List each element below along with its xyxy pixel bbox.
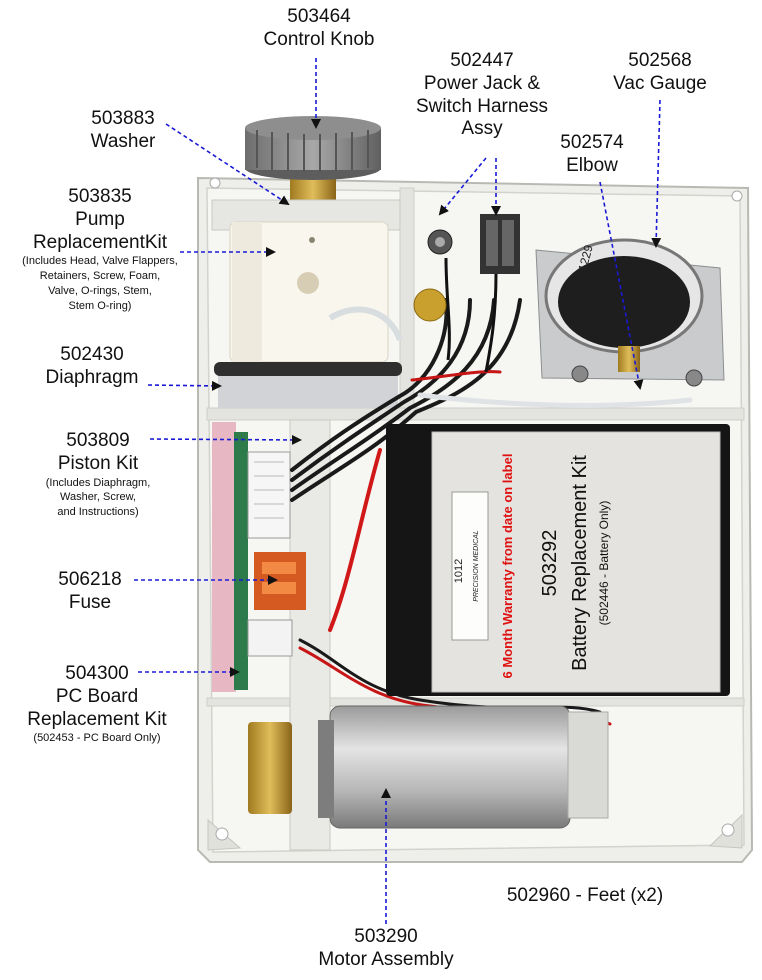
pump-name-2: ReplacementKit bbox=[32, 231, 168, 253]
pc-board-name-2: Replacement Kit bbox=[27, 708, 167, 730]
power-jack-name-3: Assy bbox=[461, 118, 503, 140]
fuse-name: Fuse bbox=[68, 591, 112, 613]
piston-note-2: Washer, Screw, bbox=[59, 491, 136, 504]
pc-board bbox=[212, 422, 306, 692]
label-vac-gauge: 502568 Vac Gauge bbox=[598, 50, 722, 96]
power-jack-name-1: Power Jack & bbox=[423, 72, 541, 94]
battery-lot: 1012 bbox=[453, 559, 465, 583]
label-piston: 503809 Piston Kit (Includes Diaphragm, W… bbox=[20, 430, 176, 520]
battery-title: Battery Replacement Kit bbox=[569, 455, 591, 671]
power-jack-switch bbox=[413, 214, 520, 373]
label-control-knob: 503464 Control Knob bbox=[236, 6, 402, 52]
battery-brand: PRECISION MEDICAL bbox=[473, 530, 480, 602]
diaphragm-part: 502430 bbox=[60, 344, 124, 365]
elbow-part: 502574 bbox=[560, 132, 624, 153]
pc-board-name-1: PC Board bbox=[55, 685, 139, 707]
leader-lines bbox=[134, 58, 662, 924]
vac-gauge-name: Vac Gauge bbox=[613, 72, 707, 94]
pump-note-1: (Includes Head, Valve Flappers, bbox=[22, 255, 178, 268]
label-power-jack: 502447 Power Jack & Switch Harness Assy bbox=[398, 50, 566, 141]
pump-note-2: Retainers, Screw, Foam, bbox=[39, 270, 161, 283]
diaphragm-name: Diaphragm bbox=[45, 366, 139, 388]
label-pc-board: 504300 PC Board Replacement Kit (502453 … bbox=[4, 663, 190, 746]
label-diaphragm: 502430 Diaphragm bbox=[30, 344, 154, 390]
control-knob-name: Control Knob bbox=[263, 28, 375, 50]
vac-gauge-part: 502568 bbox=[628, 50, 692, 71]
motor-name: Motor Assembly bbox=[318, 948, 454, 970]
power-jack-name-2: Switch Harness bbox=[416, 95, 548, 117]
diaphragm-ring bbox=[214, 362, 402, 408]
battery-warranty: 6 Month Warranty from date on label bbox=[500, 454, 515, 679]
elbow-name: Elbow bbox=[566, 154, 618, 176]
battery-part-number: 503292 bbox=[539, 530, 561, 597]
label-motor: 503290 Motor Assembly bbox=[296, 926, 476, 972]
leader-diaphragm bbox=[147, 380, 222, 391]
label-feet: 502960 - Feet (x2) bbox=[506, 885, 664, 906]
pc-board-part: 504300 bbox=[65, 663, 129, 684]
washer-name: Washer bbox=[90, 130, 156, 152]
battery bbox=[386, 424, 730, 696]
pc-board-note: (502453 - PC Board Only) bbox=[33, 732, 161, 745]
gauge-face-number: 1229 bbox=[575, 243, 596, 273]
piston-name: Piston Kit bbox=[57, 452, 139, 474]
fuse-part: 506218 bbox=[58, 569, 122, 590]
label-elbow: 502574 Elbow bbox=[546, 132, 638, 178]
label-fuse: 506218 Fuse bbox=[40, 569, 140, 615]
washer-part: 503883 bbox=[91, 108, 155, 129]
battery-label: 1012 PRECISION MEDICAL 6 Month Warranty … bbox=[453, 454, 611, 679]
label-washer: 503883 Washer bbox=[64, 108, 182, 154]
pump-name-1: Pump bbox=[75, 208, 125, 230]
label-pump: 503835 Pump ReplacementKit (Includes Hea… bbox=[2, 186, 198, 314]
motor-part: 503290 bbox=[354, 926, 418, 947]
leader-power-jack bbox=[438, 157, 487, 216]
piston-part: 503809 bbox=[66, 430, 130, 451]
piston-note-1: (Includes Diaphragm, bbox=[45, 476, 151, 489]
power-jack-part: 502447 bbox=[450, 50, 514, 71]
pump-part: 503835 bbox=[68, 186, 132, 207]
pump-note-4: Stem O-ring) bbox=[68, 299, 132, 312]
piston-note-3: and Instructions) bbox=[57, 506, 139, 519]
pump-head bbox=[211, 199, 403, 363]
pump-note-3: Valve, O-rings, Stem, bbox=[48, 285, 152, 298]
leader-vac-gauge bbox=[651, 99, 662, 248]
leader-washer bbox=[165, 123, 290, 206]
battery-note: (502446 - Battery Only) bbox=[597, 501, 611, 626]
control-knob-part: 503464 bbox=[287, 6, 351, 27]
